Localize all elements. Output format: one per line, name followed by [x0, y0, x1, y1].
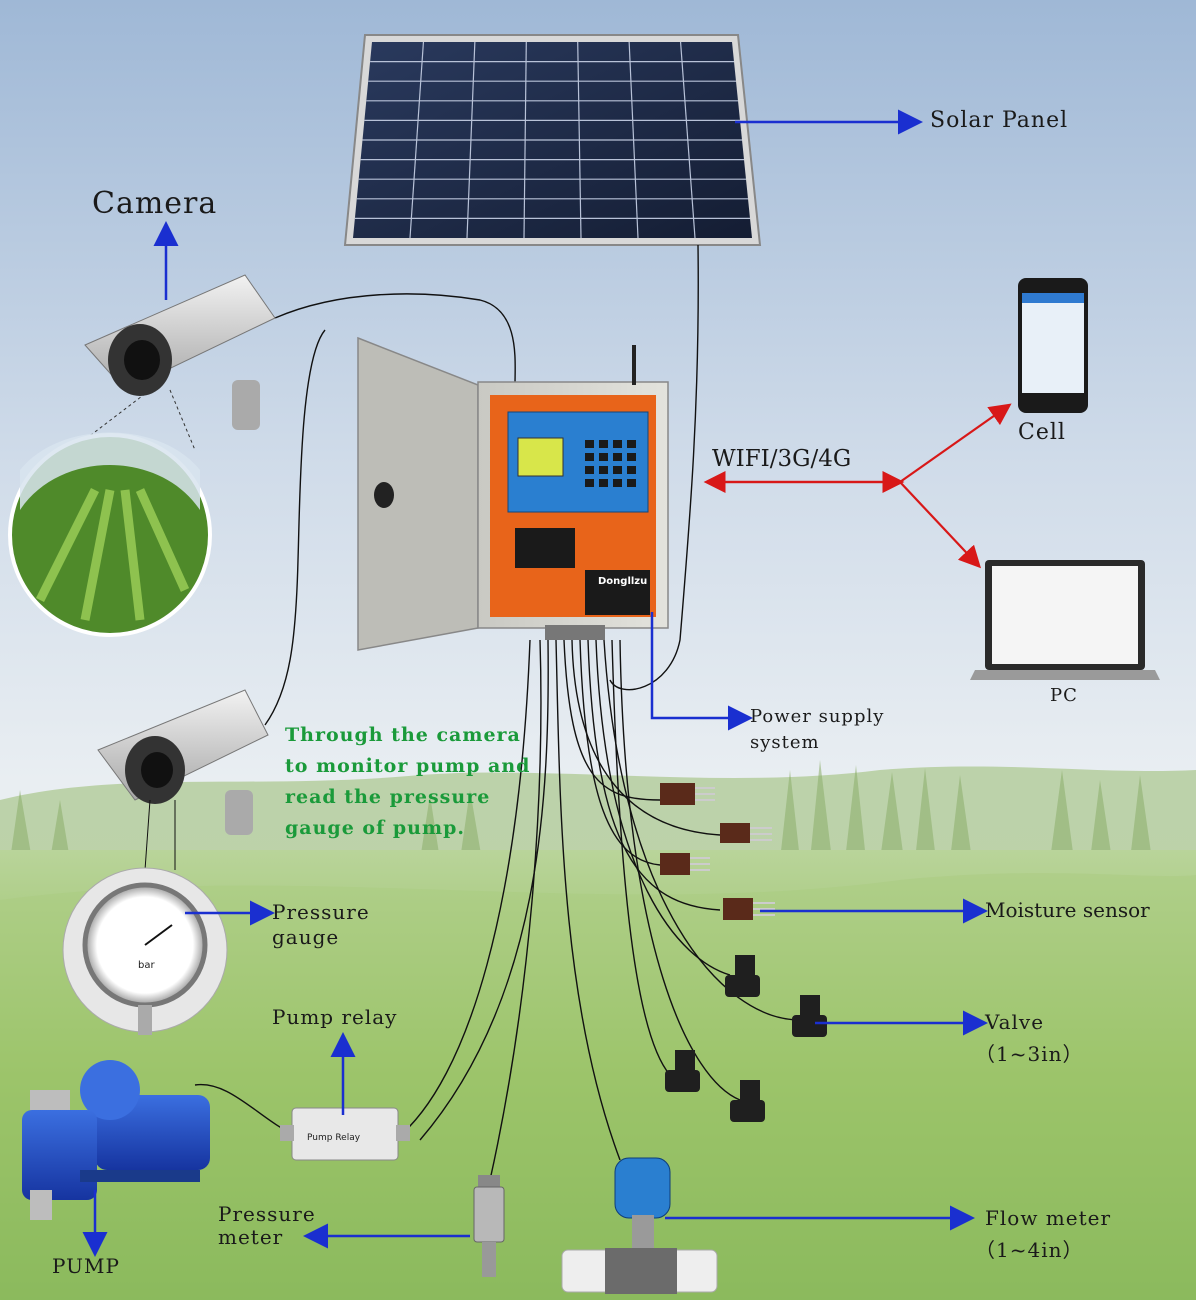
phone-device: [1018, 278, 1088, 413]
keypad-key: [585, 453, 594, 461]
keypad-key: [613, 466, 622, 474]
camera-bottom: [97, 689, 269, 835]
keypad-key: [613, 453, 622, 461]
keypad-key: [599, 466, 608, 474]
camera-label: Camera: [92, 186, 218, 221]
greenhouse-photo: [8, 432, 212, 637]
valve-label-line1: Valve: [985, 1010, 1045, 1034]
control-enclosure: [357, 336, 669, 651]
note-line-3: read the pressure: [285, 786, 491, 808]
valves: [665, 955, 827, 1122]
camera-top: [84, 274, 276, 430]
flow-meter-label-line2: （1~4in）: [975, 1238, 1084, 1262]
blue-arrows: [82, 109, 988, 1257]
keypad-key: [585, 440, 594, 448]
relay-device-label: Pump Relay: [307, 1133, 361, 1143]
wireless-label: WIFI/3G/4G: [712, 446, 852, 472]
pressure-gauge: [62, 867, 228, 1035]
keypad-key: [627, 466, 636, 474]
moisture-sensor-label: Moisture sensor: [985, 898, 1150, 922]
note-line-1: Through the camera: [285, 724, 521, 746]
power-supply-label-line2: system: [750, 732, 820, 753]
solar-panel-label: Solar Panel: [930, 108, 1069, 133]
pump-label: PUMP: [52, 1254, 120, 1278]
gauge-view-line: [144, 799, 151, 871]
gauge-unit-label: bar: [138, 960, 155, 971]
pc-label: PC: [1050, 685, 1078, 706]
cables: [194, 244, 801, 1181]
keypad-key: [599, 440, 608, 448]
keypad-key: [599, 453, 608, 461]
grass-hill: [0, 873, 1196, 1300]
keypad-key: [585, 466, 594, 474]
keypad-key: [627, 479, 636, 487]
pressure-meter-label-line1: Pressure: [218, 1202, 316, 1226]
keypad-key: [613, 440, 622, 448]
cell-label: Cell: [1018, 420, 1066, 445]
flow-meter-label-line1: Flow meter: [985, 1206, 1112, 1230]
brand-label: Dongllzu: [598, 576, 647, 587]
note-line-4: gauge of pump.: [285, 817, 465, 839]
red-arrows: [703, 403, 1012, 569]
moisture-sensors: [660, 783, 753, 920]
pressure-gauge-label-line1: Pressure: [272, 900, 370, 924]
laptop-device: [970, 560, 1160, 680]
solar-panel: [343, 34, 762, 246]
pump-relay-label: Pump relay: [272, 1005, 398, 1029]
valve-label-line2: （1~3in）: [975, 1042, 1084, 1066]
keypad-key: [585, 479, 594, 487]
pump: [22, 1060, 210, 1220]
pump-relay: [280, 1107, 410, 1161]
pressure-gauge-label-line2: gauge: [272, 925, 340, 949]
camera-view-line-2: [169, 389, 196, 451]
power-supply-label-line1: Power supply: [750, 706, 885, 727]
keypad-key: [613, 479, 622, 487]
pressure-meter: [473, 1175, 505, 1277]
pressure-meter-label-line2: meter: [218, 1225, 284, 1249]
moisture-probes: [690, 787, 775, 916]
note-line-2: to monitor pump and: [285, 755, 531, 777]
keypad-key: [599, 479, 608, 487]
flow-meter: [561, 1157, 718, 1294]
keypad-key: [627, 440, 636, 448]
keypad-key: [627, 453, 636, 461]
